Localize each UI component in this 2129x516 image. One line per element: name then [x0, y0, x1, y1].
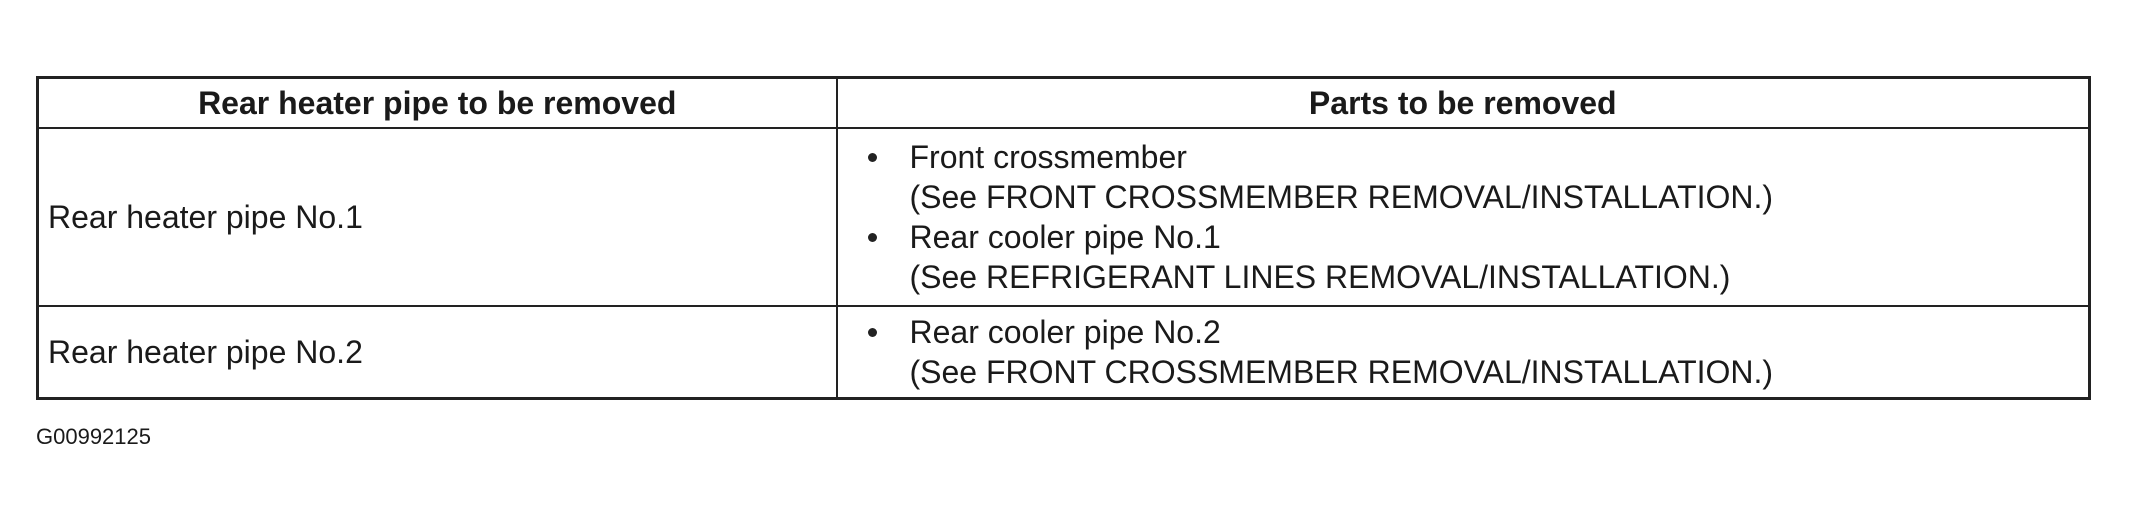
header-parts: Parts to be removed — [835, 76, 2091, 129]
removal-table: Rear heater pipe to be removed Parts to … — [36, 76, 2091, 400]
parts-list: Rear cooler pipe No.2 (See FRONT CROSSME… — [860, 312, 2089, 392]
part-reference: (See FRONT CROSSMEMBER REMOVAL/INSTALLAT… — [909, 354, 1774, 390]
list-item: Rear cooler pipe No.2 (See FRONT CROSSME… — [860, 312, 2089, 392]
figure-id: G00992125 — [36, 424, 151, 449]
table-header-row: Rear heater pipe to be removed Parts to … — [36, 76, 2091, 129]
bullet-icon — [867, 328, 877, 337]
bullet-icon — [867, 153, 877, 162]
pipe-cell: Rear heater pipe No.2 — [36, 305, 838, 400]
part-name: Front crossmember — [909, 139, 1187, 175]
list-item: Rear cooler pipe No.1 (See REFRIGERANT L… — [860, 217, 2089, 297]
parts-cell: Rear cooler pipe No.2 (See FRONT CROSSME… — [835, 305, 2091, 400]
parts-cell: Front crossmember (See FRONT CROSSMEMBER… — [835, 127, 2091, 307]
part-name: Rear cooler pipe No.2 — [909, 314, 1221, 350]
parts-list: Front crossmember (See FRONT CROSSMEMBER… — [860, 137, 2089, 297]
pipe-cell: Rear heater pipe No.1 — [36, 127, 838, 307]
table-row: Rear heater pipe No.1 Front crossmember … — [36, 127, 2091, 307]
part-reference: (See REFRIGERANT LINES REMOVAL/INSTALLAT… — [909, 259, 1731, 295]
header-pipe: Rear heater pipe to be removed — [36, 76, 838, 129]
list-item: Front crossmember (See FRONT CROSSMEMBER… — [860, 137, 2089, 217]
part-name: Rear cooler pipe No.1 — [909, 219, 1221, 255]
part-reference: (See FRONT CROSSMEMBER REMOVAL/INSTALLAT… — [909, 179, 1774, 215]
table-row: Rear heater pipe No.2 Rear cooler pipe N… — [36, 305, 2091, 400]
bullet-icon — [867, 233, 877, 242]
